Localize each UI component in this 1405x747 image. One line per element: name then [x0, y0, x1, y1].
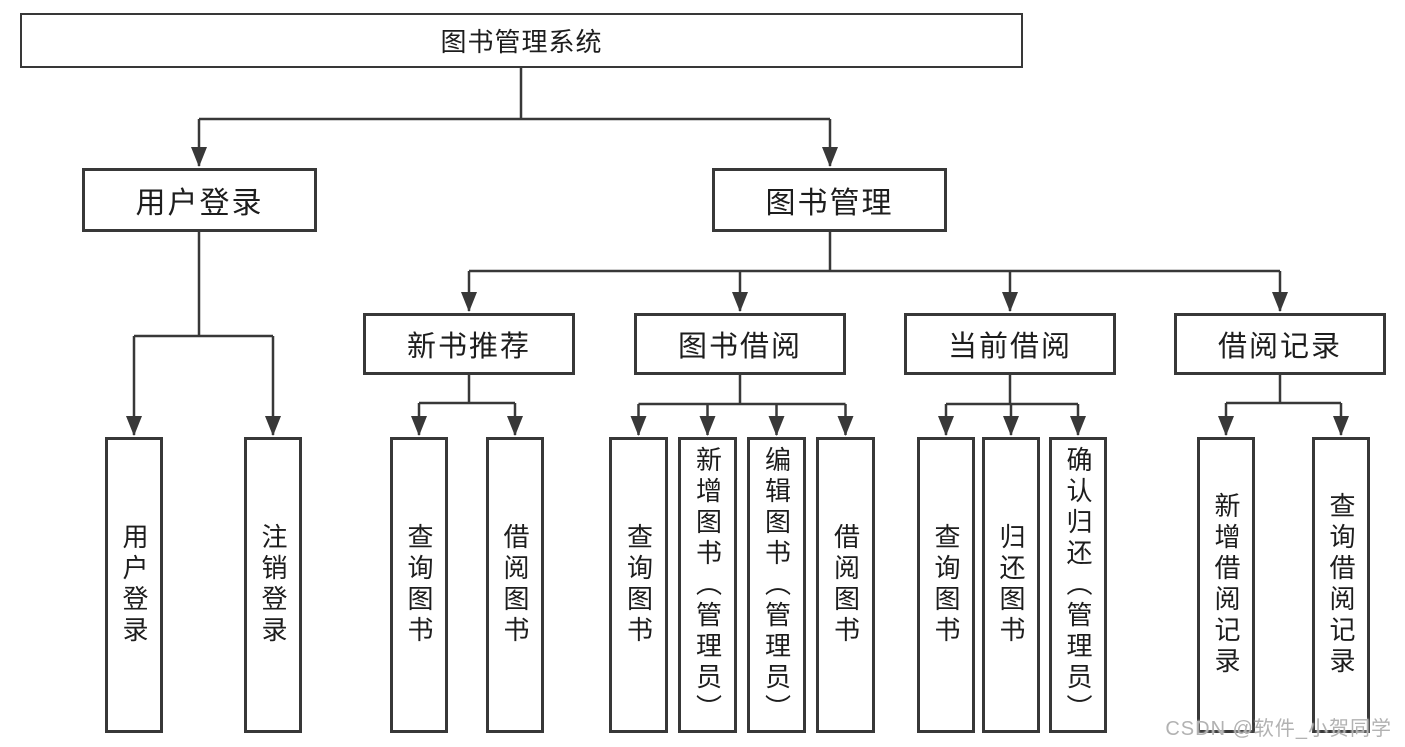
- node-label: 查询借阅记录: [1326, 492, 1356, 678]
- node-label: 图书管理: [765, 187, 894, 220]
- node-label: 新增借阅记录: [1211, 492, 1241, 678]
- node-leaf-cb-query-books: 查询图书: [917, 437, 975, 733]
- node-label: 当前借阅: [947, 331, 1072, 363]
- connector-current-borrowing-branch: [946, 375, 1078, 406]
- node-label: 新书推荐: [406, 331, 531, 363]
- node-label: 查询图书: [931, 523, 961, 647]
- node-leaf-nb-query-books: 查询图书: [390, 437, 448, 733]
- node-leaf-bb-borrow-books: 借阅图书: [816, 437, 875, 733]
- node-current-borrowing: 当前借阅: [904, 313, 1116, 375]
- node-user-login: 用户登录: [82, 168, 317, 232]
- connector-root-branch: [199, 68, 830, 121]
- connector-book-borrowing-branch: [638, 375, 846, 406]
- node-label: 查询图书: [623, 523, 654, 647]
- node-leaf-nb-borrow-books: 借阅图书: [486, 437, 544, 733]
- node-label: 注销登录: [258, 523, 288, 647]
- node-label: 确认归还（管理员）: [1063, 445, 1093, 725]
- connector-new-book-branch: [419, 375, 515, 405]
- node-label: 用户登录: [119, 523, 149, 647]
- node-label: 借阅图书: [500, 523, 530, 647]
- node-leaf-bb-edit-books-admin: 编辑图书（管理员）: [747, 437, 806, 733]
- node-leaf-br-query-record: 查询借阅记录: [1312, 437, 1370, 733]
- node-leaf-cb-return-books: 归还图书: [982, 437, 1040, 733]
- connector-book-management-branch: [469, 232, 1280, 273]
- node-book-borrowing: 图书借阅: [634, 313, 846, 375]
- connector-user-login-branch: [134, 232, 273, 338]
- node-book-management: 图书管理: [712, 168, 947, 232]
- connector-records-branch: [1226, 375, 1341, 405]
- node-label: 新增图书（管理员）: [692, 445, 723, 725]
- node-leaf-logout-login: 注销登录: [244, 437, 302, 733]
- node-borrowing-records: 借阅记录: [1174, 313, 1386, 375]
- node-leaf-bb-query-books: 查询图书: [609, 437, 668, 733]
- node-label: 图书管理系统: [440, 27, 603, 57]
- node-label: 图书借阅: [677, 331, 802, 363]
- node-leaf-br-add-record: 新增借阅记录: [1197, 437, 1255, 733]
- node-new-book-recommend: 新书推荐: [363, 313, 575, 375]
- node-library-management-system: 图书管理系统: [20, 13, 1023, 68]
- node-leaf-bb-add-books-admin: 新增图书（管理员）: [678, 437, 737, 733]
- node-label: 查询图书: [404, 523, 434, 647]
- csdn-watermark: CSDN @软件_小贺同学: [1165, 718, 1392, 740]
- node-label: 编辑图书（管理员）: [761, 445, 792, 725]
- node-leaf-user-login: 用户登录: [105, 437, 163, 733]
- node-label: 借阅记录: [1217, 331, 1342, 363]
- node-label: 归还图书: [996, 523, 1026, 647]
- node-label: 借阅图书: [830, 523, 861, 647]
- node-label: 用户登录: [135, 187, 264, 220]
- node-leaf-cb-confirm-return-admin: 确认归还（管理员）: [1049, 437, 1107, 733]
